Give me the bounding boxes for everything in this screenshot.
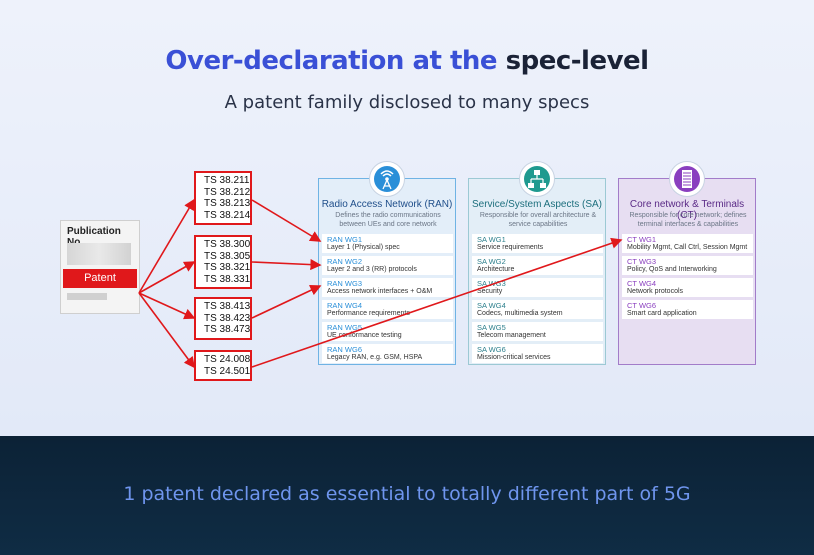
ts-item: TS 38.423 [204, 312, 251, 324]
wg-desc: Architecture [477, 266, 515, 273]
wg-desc: Mobility Mgmt, Call Ctrl, Session Mgmt [627, 244, 748, 251]
wg-name: RAN WG6 [327, 345, 363, 354]
sa-group: Service/System Aspects (SA) Responsible … [468, 161, 606, 365]
wg-name: SA WG4 [477, 301, 506, 310]
ts-item: TS 38.321 [204, 262, 251, 273]
wg-desc: UE conformance testing [327, 332, 402, 339]
patent-label: Patent [63, 269, 137, 288]
wg-name: CT WG1 [627, 235, 657, 244]
ran-description: Defines the radio communications between… [335, 212, 441, 228]
ct-title: Core network & Terminals (CT) [629, 199, 745, 221]
wg-desc: Codecs, multimedia system [477, 310, 563, 317]
wg-name: RAN WG4 [327, 301, 363, 310]
ct-group: Core network & Terminals (CT) Responsibl… [618, 161, 756, 365]
server-icon [669, 161, 705, 197]
wg-desc: Service requirements [477, 244, 544, 251]
title-part1: Over-declaration at the [165, 46, 498, 76]
wg-name: SA WG6 [477, 345, 506, 354]
wg-name: RAN WG5 [327, 323, 363, 332]
sa-description: Responsible for overall architecture & s… [479, 212, 597, 228]
wg-desc: Layer 2 and 3 (RR) protocols [327, 266, 417, 273]
ts-item: TS 38.413 [204, 301, 251, 312]
network-diagram-icon [519, 161, 555, 197]
ran-title: Radio Access Network (RAN) [321, 199, 453, 210]
ts-item: TS 24.501 [204, 365, 251, 377]
ts-box-3: TS 38.413 TS 38.423 TS 38.473 [194, 297, 252, 340]
wg-desc: Telecom management [477, 332, 546, 339]
footer-band [0, 436, 814, 555]
ts-item: TS 38.213 [204, 198, 251, 209]
sa-title: Service/System Aspects (SA) [471, 199, 603, 210]
ts-item: TS 38.300 [204, 239, 251, 250]
ts-item: TS 38.214 [204, 209, 251, 221]
wg-desc: Layer 1 (Physical) spec [327, 244, 400, 251]
publication-header: Publication No. [67, 226, 121, 248]
wg-name: RAN WG3 [327, 279, 363, 288]
ts-box-1: TS 38.211 TS 38.212 TS 38.213 TS 38.214 [194, 171, 252, 225]
wg-name: CT WG4 [627, 279, 657, 288]
wg-name: SA WG3 [477, 279, 506, 288]
ts-item: TS 38.211 [204, 175, 250, 186]
ts-box-4: TS 24.008 TS 24.501 [194, 350, 252, 381]
ts-box-2: TS 38.300 TS 38.305 TS 38.321 TS 38.331 [194, 235, 252, 289]
redacted-number [67, 243, 131, 265]
wg-name: SA WG5 [477, 323, 506, 332]
wg-desc: Mission-critical services [477, 354, 551, 361]
wg-desc: Legacy RAN, e.g. GSM, HSPA [327, 354, 423, 361]
ts-item: TS 38.305 [204, 250, 251, 262]
ts-item: TS 38.331 [204, 273, 251, 285]
wg-desc: Security [477, 288, 503, 295]
wg-name: CT WG3 [627, 257, 657, 266]
wg-name: SA WG1 [477, 235, 506, 244]
wg-desc: Performance requirements [327, 310, 410, 317]
ran-group: Radio Access Network (RAN) Defines the r… [318, 161, 456, 365]
wg-name: CT WG6 [627, 301, 657, 310]
title-part2: spec-level [505, 46, 649, 76]
wg-name: RAN WG1 [327, 235, 363, 244]
ts-item: TS 24.008 [204, 354, 251, 365]
wg-name: RAN WG2 [327, 257, 363, 266]
ct-description: Responsible for core network; defines te… [629, 212, 747, 228]
ts-item: TS 38.473 [204, 324, 251, 335]
footer-message: 1 patent declared as essential to totall… [123, 483, 691, 505]
redacted-text [67, 293, 107, 300]
slide-subtitle: A patent family disclosed to many specs [224, 92, 590, 113]
wg-desc: Smart card application [627, 310, 697, 317]
slide-title: Over-declaration at the spec-level [0, 46, 814, 76]
wg-desc: Policy, QoS and Interworking [627, 266, 717, 273]
publication-card: Publication No. Patent [60, 220, 140, 314]
antenna-icon [369, 161, 405, 197]
wg-name: SA WG2 [477, 257, 506, 266]
wg-desc: Network protocols [627, 288, 684, 295]
wg-desc: Access network interfaces + O&M [327, 288, 433, 295]
ts-item: TS 38.212 [204, 186, 251, 198]
